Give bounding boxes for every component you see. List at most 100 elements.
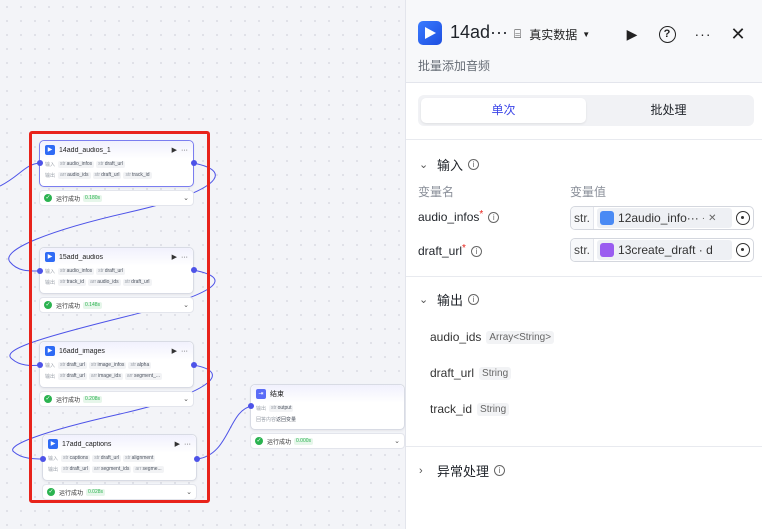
input-section-header[interactable]: ⌄ 输入 i	[419, 155, 480, 174]
output-name: audio_ids	[430, 330, 482, 344]
param-tag: straudio_infos	[58, 268, 95, 275]
output-type: String	[479, 366, 512, 380]
output-port[interactable]	[194, 456, 200, 462]
input-port[interactable]	[37, 268, 43, 274]
var-name-audio-infos: audio_infos* i	[418, 208, 500, 224]
node-14add-audios-1[interactable]: ▶ 14add_audios_1 ▶ ··· 输入 straudio_infos…	[39, 140, 194, 187]
more-icon[interactable]: ···	[184, 440, 191, 448]
output-label: 输出	[256, 406, 267, 412]
param-tag: strimage_infos	[88, 362, 127, 369]
param-tag: strcaptions	[61, 455, 91, 462]
target-select-icon[interactable]	[736, 211, 750, 225]
var-value-audio-infos[interactable]: str. 12audio_info··· · ✕	[570, 206, 754, 230]
output-section-header[interactable]: ⌄ 输出 i	[419, 290, 480, 309]
target-select-icon[interactable]	[736, 243, 750, 257]
status-text: 运行成功	[56, 303, 81, 310]
tab-batch[interactable]: 批处理	[650, 103, 687, 117]
tab-single[interactable]: 单次	[421, 98, 586, 123]
param-tag: arrsegme...	[133, 466, 164, 473]
plugin-logo-icon	[418, 21, 442, 45]
help-button[interactable]: ?	[657, 23, 677, 45]
param-tag: arraudio_ids	[88, 279, 121, 286]
type-tag: str.	[571, 207, 595, 229]
output-type: String	[477, 402, 510, 416]
end-icon: ⇥	[256, 389, 266, 399]
node-title: 15add_audios	[59, 253, 103, 261]
required-mark: *	[479, 208, 484, 220]
chevron-down-icon[interactable]: ⌄	[183, 396, 189, 403]
success-icon: ✓	[44, 301, 52, 309]
play-icon: ▶	[626, 25, 638, 42]
param-tag: stralpha	[128, 362, 152, 369]
node-status-bar[interactable]: ✓ 运行成功 0.148s ⌄	[39, 297, 194, 313]
more-icon[interactable]: ···	[181, 146, 188, 154]
node-15add-audios[interactable]: ▶ 15add_audios ▶ ··· 输入 straudio_infos s…	[39, 247, 194, 294]
var-label: audio_infos	[418, 210, 480, 224]
node-status-bar[interactable]: ✓ 运行成功 0.028s ⌄	[42, 484, 197, 500]
chevron-right-icon: ›	[419, 464, 423, 477]
run-node-icon[interactable]: ▶	[171, 348, 177, 355]
output-row: audio_ids Array<String>	[430, 330, 555, 344]
input-label: 输入	[45, 269, 56, 275]
plugin-icon: ▶	[48, 439, 58, 449]
run-button[interactable]: ▶	[622, 23, 642, 45]
type-tag: str.	[571, 239, 595, 261]
run-node-icon[interactable]: ▶	[174, 441, 180, 448]
info-icon[interactable]: i	[494, 465, 506, 476]
output-port[interactable]	[191, 267, 197, 273]
run-node-icon[interactable]: ▶	[171, 147, 177, 154]
info-icon[interactable]: i	[468, 159, 480, 170]
node-status-bar[interactable]: ✓ 运行成功 0.208s ⌄	[39, 391, 194, 407]
workflow-canvas[interactable]: ▶ 14add_audios_1 ▶ ··· 输入 straudio_infos…	[0, 0, 405, 529]
run-node-icon[interactable]: ▶	[171, 254, 177, 261]
error-section-title: 异常处理	[437, 464, 490, 479]
output-label: 输出	[45, 173, 56, 179]
panel-subtitle: 批量添加音频	[418, 59, 491, 73]
ref-text: 13create_draft · d	[618, 243, 713, 257]
node-end[interactable]: ⇥ 结束 输出 stroutput 回答内容 返回变量	[250, 384, 405, 430]
chevron-down-icon[interactable]: ⌄	[183, 195, 189, 202]
node-16add-images[interactable]: ▶ 16add_images ▶ ··· 输入 strdraft_url str…	[39, 341, 194, 388]
close-button[interactable]: ✕	[728, 23, 748, 45]
node-ref-icon	[600, 243, 615, 257]
var-value-draft-url[interactable]: str. 13create_draft · d	[570, 238, 754, 262]
param-tag: straudio_infos	[58, 161, 95, 168]
chevron-down-icon: ⌄	[419, 159, 429, 171]
output-name: draft_url	[430, 366, 475, 380]
info-icon[interactable]: i	[468, 294, 480, 305]
output-port[interactable]	[191, 362, 197, 368]
data-mode-select[interactable]: ⌸ 真实数据 ▼	[514, 23, 590, 45]
data-mode-icon: ⌸	[514, 26, 522, 41]
panel-title: 14ad···	[450, 22, 509, 42]
input-port[interactable]	[37, 362, 43, 368]
param-tag: arrsegment_...	[124, 373, 163, 380]
chevron-down-icon[interactable]: ⌄	[183, 302, 189, 309]
node-status-bar[interactable]: ✓ 运行成功 0.180s ⌄	[39, 190, 194, 206]
info-icon[interactable]: i	[470, 245, 482, 257]
node-title: 结束	[270, 391, 284, 398]
output-type: Array<String>	[486, 330, 555, 344]
input-port[interactable]	[248, 403, 254, 409]
node-title: 17add_captions	[62, 440, 112, 448]
info-icon[interactable]: i	[488, 211, 500, 223]
node-status-bar[interactable]: ✓ 运行成功 0.000s ⌄	[250, 433, 405, 449]
clear-icon[interactable]: ✕	[708, 212, 717, 224]
more-button[interactable]: ···	[692, 23, 714, 45]
input-port[interactable]	[40, 456, 46, 462]
more-icon[interactable]: ···	[181, 253, 188, 261]
chevron-down-icon[interactable]: ⌄	[394, 438, 400, 445]
input-port[interactable]	[37, 160, 43, 166]
output-row: track_id String	[430, 402, 510, 416]
divider	[406, 276, 762, 277]
input-label: 输入	[45, 162, 56, 168]
output-port[interactable]	[191, 160, 197, 166]
error-section-header[interactable]: › 异常处理 i	[419, 461, 506, 480]
param-tag: strdraft_url	[122, 279, 152, 286]
more-icon[interactable]: ···	[181, 347, 188, 355]
variable-reference[interactable]: 12audio_info··· · ✕	[597, 208, 733, 228]
ref-text: 12audio_info···	[618, 211, 699, 225]
variable-reference[interactable]: 13create_draft · d	[597, 240, 733, 260]
plugin-icon: ▶	[45, 145, 55, 155]
node-17add-captions[interactable]: ▶ 17add_captions ▶ ··· 输入 strcaptions st…	[42, 434, 197, 481]
chevron-down-icon[interactable]: ⌄	[186, 489, 192, 496]
